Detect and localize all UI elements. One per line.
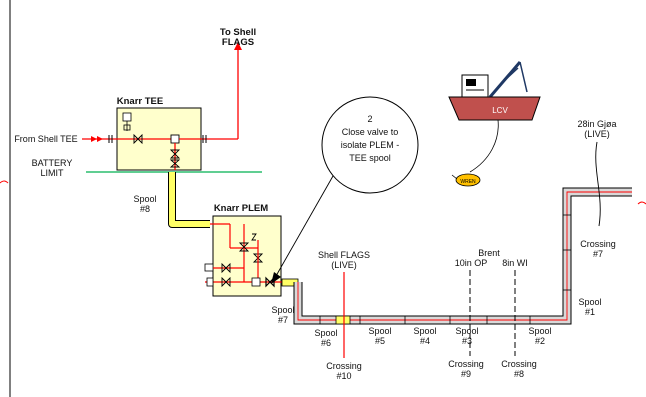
spool-7-label-1: Spool [271,305,294,315]
spool-8-label-1: Spool [133,194,156,204]
rov-label: WREN [460,179,476,185]
plem-valve-2-icon [252,253,264,263]
knarr-tee-label: Knarr TEE [117,96,163,107]
crossing-7-label-2: #7 [593,249,603,259]
brent-8in-wi-label: 8in WI [502,258,528,268]
knarr-plem-label: Knarr PLEM [214,203,268,214]
spool-2-label-2: #2 [535,336,545,346]
left-edge-mark [0,180,9,184]
crossing-7-line [595,141,601,227]
spool-7-label-2: #7 [278,315,288,325]
from-shell-tee-arrow [91,136,97,142]
spool-4-label-1: Spool [413,326,436,336]
callout-leader-line [275,175,334,277]
crossing-9-label-2: #9 [461,369,471,379]
to-shell-flags-arrow [234,42,242,50]
crossing-8-label-2: #8 [514,369,524,379]
callout-line-1: Close valve to [342,127,399,137]
rov-icon: WREN [451,173,481,187]
to-shell-flags-label-2: FLAGS [222,37,254,48]
gjoa-label-1: 28in Gjøa [577,119,616,129]
plem-valve-1-icon [238,242,250,252]
from-shell-tee-label: From Shell TEE [14,134,77,144]
callout-line-2: isolate PLEM - [341,140,400,150]
crossing-10-label-1: Crossing [326,361,362,371]
battery-limit-label-2: LIMIT [40,168,64,178]
crossing-7-label-1: Crossing [580,239,616,249]
spool-1-label-2: #1 [585,307,595,317]
main-pipeline-flow-line [297,191,632,321]
to-shell-flags-label-1: To Shell [220,27,256,38]
callout-circle [321,96,419,194]
spool-3-label-1: Spool [455,326,478,336]
crossing-10-label-2: #10 [336,371,351,381]
spool-4-label-2: #4 [420,336,430,346]
gjoa-label-2: (LIVE) [584,129,610,139]
spool-6-label-2: #6 [321,338,331,348]
tee-block-icon [170,134,180,144]
brent-label: Brent [478,248,500,258]
pipeline-joint-ticks [319,214,571,324]
right-edge-mark [637,201,646,205]
knarr-plem-module [212,215,282,297]
spool-3-label-2: #3 [462,336,472,346]
crossing-8-label-1: Crossing [501,359,537,369]
tee-instrument-icon [122,112,132,122]
spool-5-label-2: #5 [375,336,385,346]
lcv-tether-line [469,119,499,173]
spool-5-label-1: Spool [368,326,391,336]
spool-1-label-1: Spool [578,297,601,307]
plem-instrument-icon [204,263,214,272]
callout-line-3: TEE spool [349,153,391,163]
callout-number: 2 [367,114,372,124]
spool-6-label-1: Spool [314,328,337,338]
lcv-vessel-icon: LCV [448,61,541,121]
spool-8-label-2: #8 [140,204,150,214]
lcv-label: LCV [492,106,508,115]
brent-10in-op-label: 10in OP [455,258,488,268]
spool-8-pipe [169,172,210,227]
shell-flags-live-label-1: Shell FLAGS [318,250,370,260]
tee-down-valve-icon [169,149,181,159]
battery-limit-label-1: BATTERY [32,158,73,168]
crossing-9-label-1: Crossing [448,359,484,369]
callout-leader-arrow [271,272,281,284]
shell-flags-live-label-2: (LIVE) [331,260,357,270]
spool-2-label-1: Spool [528,326,551,336]
spool-6-segment [335,315,351,325]
tee-inlet-valve-icon [133,133,143,145]
